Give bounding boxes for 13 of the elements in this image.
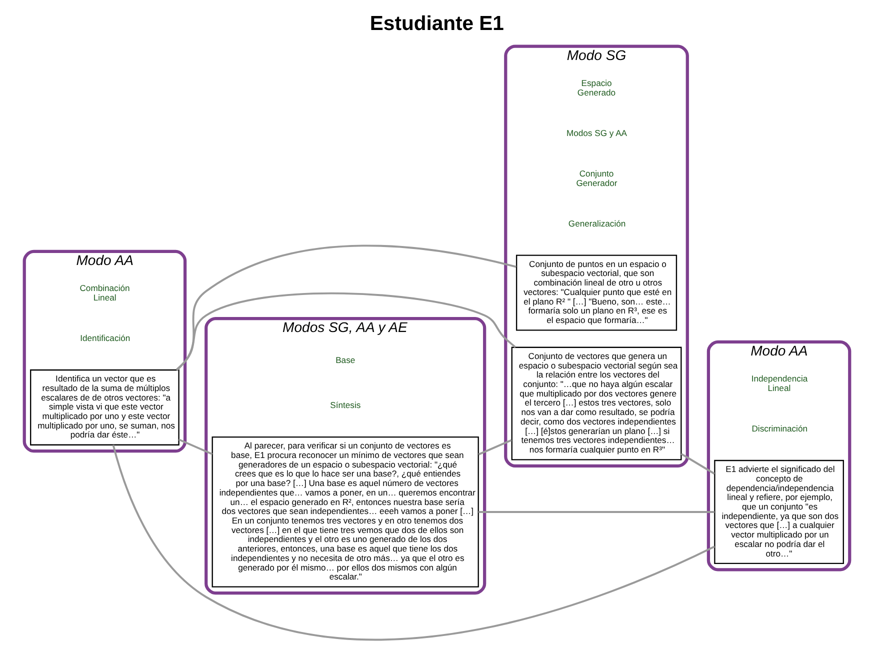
connector (680, 452, 714, 475)
node-box: E1 advierte el significado del concepto de dependencia/independencia lineal y refiere, por ejemplo, que un conjunto "es independiente, ya que son dos vectores que […] a cualquier vector multiplicado por un escalar no podría dar el otro…" (714, 460, 844, 564)
node-box: Al parecer, para verificar si un conjunto de vectores es base, E1 procura reconocer un mínimo de vectores que sean generadores de un espacio o subespacio vectorial: "¿qué crees que es lo que lo hace ser una base?, ¿qué entiendes por una base? […] Una base es aquel número de vectores independientes que… vamos a poner, en un… queremos encontrar un… el espacio generado en R², entonces nuestra base sería dos vectores que sean independientes… eeeh vamos a poner […] En un conjunto tenemos tres vectores y en otro tenemos dos vectores […] en el que tiene tres vemos que dos de ellos son independientes y el otro es uno generado de los dos anteriores, entonces, una base es aquel que tiene los dos independientes y no necesita de otro más… ya que el otro es generado por él mismo… por ellos dos mismos con algún escalar." (211, 436, 478, 588)
node-box: Conjunto de vectores que genera un espacio o subespacio vectorial según sea la relación entre los vectores del conjunto: "…que no haya algún escalar que multiplicado por dos vectores genere el tercero […] estos tres vectores, solo nos van a dar como resultado, se podría decir, como dos vectores independientes […] [é]stos generarían un plano […] si tenemos tres vectores independientes… nos formaría cualquier punto en R³" (510, 346, 682, 460)
connector (175, 292, 516, 371)
connector (176, 244, 516, 371)
node-box: Identifica un vector que es resultado de la suma de múltiplos escalares de de otros vectores: "a simple vista vi que este vector multiplicado por uno y este vector multiplicado por uno, se suman, nos podría dar éste…" (30, 369, 179, 446)
connector (178, 438, 212, 456)
diagram-title: Estudiante E1 (369, 12, 504, 35)
connector (478, 439, 512, 456)
node-box: Conjunto de puntos en un espacio o subespacio vectorial, que son combinación lineal de otro u otros vectores: "Cualquier punto que esté en el plano R² " […] "Bueno, son… este… formaría solo un plano en R³, ese es el espacio que formaría…" (515, 254, 677, 331)
connector (112, 444, 715, 641)
connector (478, 510, 714, 513)
